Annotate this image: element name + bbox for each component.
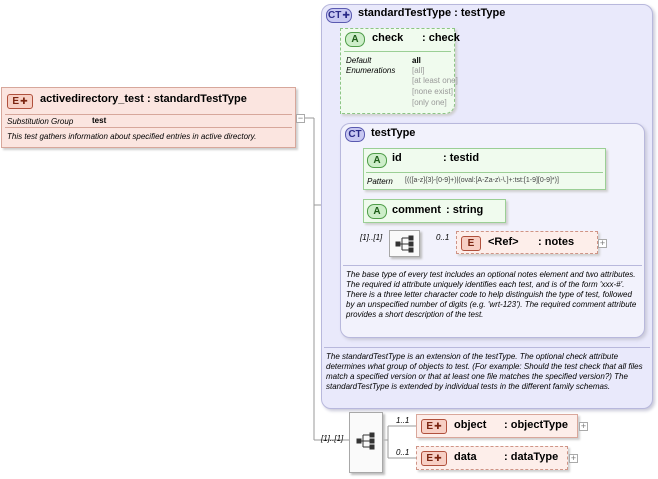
attribute-badge: A bbox=[367, 153, 387, 168]
complex-type-badge: CT bbox=[345, 127, 365, 142]
element-badge: E✚ bbox=[421, 419, 447, 434]
default-value: all bbox=[412, 56, 421, 65]
complex-type-badge: CT✚ bbox=[326, 8, 352, 23]
element-badge: E✚ bbox=[421, 451, 447, 466]
id-attribute-type: : testid bbox=[443, 152, 480, 164]
pattern-label: Pattern bbox=[367, 177, 393, 186]
expand-toggle[interactable]: + bbox=[569, 453, 578, 463]
check-divider bbox=[344, 51, 451, 52]
enumeration-none-exist: [none exist] bbox=[412, 87, 453, 96]
bottom-sequence-compositor[interactable] bbox=[349, 412, 383, 473]
plus-icon: ✚ bbox=[434, 421, 442, 431]
data-element-name: data bbox=[454, 451, 477, 463]
id-attribute-name: id bbox=[392, 152, 402, 164]
root-description: This test gathers information about spec… bbox=[7, 132, 257, 141]
notes-element-box[interactable] bbox=[456, 231, 598, 254]
element-badge: E✚ bbox=[7, 94, 33, 109]
root-element-box[interactable] bbox=[1, 87, 296, 148]
substitution-group-label: Substitution Group bbox=[7, 117, 74, 126]
test-type-divider bbox=[343, 265, 642, 266]
plus-icon: ✚ bbox=[434, 453, 442, 463]
substitution-group-value: test bbox=[92, 116, 107, 125]
sequence-compositor[interactable] bbox=[389, 230, 420, 257]
attribute-badge: A bbox=[345, 32, 365, 47]
standard-test-type-title: standardTestType : testType bbox=[358, 7, 506, 19]
notes-type: : notes bbox=[538, 236, 575, 248]
bottom-sequence-multiplicity: [1]..[1] bbox=[321, 434, 344, 443]
enumerations-label: Enumerations bbox=[346, 66, 396, 75]
id-attribute-box[interactable] bbox=[363, 148, 606, 190]
plus-icon: ✚ bbox=[342, 10, 350, 20]
notes-ref-label: <Ref> bbox=[488, 236, 519, 248]
root-divider-2 bbox=[5, 127, 292, 128]
object-element-name: object bbox=[454, 419, 487, 431]
collapse-toggle[interactable]: − bbox=[296, 113, 305, 123]
expand-toggle[interactable]: + bbox=[598, 238, 607, 248]
sequence-icon bbox=[356, 432, 375, 450]
element-badge: E bbox=[461, 236, 481, 251]
notes-multiplicity: 0..1 bbox=[436, 233, 450, 242]
root-element-title: activedirectory_test : standardTestType bbox=[40, 93, 247, 105]
enumeration-only-one: [only one] bbox=[412, 98, 447, 107]
pattern-value: [(([a-z]{3}-[0-9]+)|(oval:[A-Za-z\-\.]+:… bbox=[405, 177, 559, 184]
root-divider bbox=[5, 114, 292, 115]
object-element-type: : objectType bbox=[504, 419, 568, 431]
expand-toggle[interactable]: + bbox=[579, 421, 588, 431]
enumeration-at-least-one: [at least one] bbox=[412, 76, 458, 85]
sequence-multiplicity: [1]..[1] bbox=[360, 233, 383, 242]
object-multiplicity: 1..1 bbox=[396, 416, 410, 425]
test-type-description: The base type of every test includes an … bbox=[346, 270, 637, 319]
standard-test-type-description: The standardTestType is an extension of … bbox=[326, 352, 643, 391]
default-label: Default bbox=[346, 56, 372, 65]
attribute-badge: A bbox=[367, 204, 387, 219]
comment-attribute-name: comment bbox=[392, 204, 441, 216]
check-attribute-type: : check bbox=[422, 32, 460, 44]
check-attribute-name: check bbox=[372, 32, 404, 44]
data-multiplicity: 0..1 bbox=[396, 448, 410, 457]
plus-icon: ✚ bbox=[20, 96, 28, 106]
comment-attribute-type: : string bbox=[446, 204, 484, 216]
test-type-title: testType bbox=[371, 127, 416, 139]
id-divider bbox=[366, 172, 603, 173]
enumeration-all: [all] bbox=[412, 66, 425, 75]
standard-type-divider bbox=[324, 347, 650, 348]
data-element-type: : dataType bbox=[504, 451, 559, 463]
sequence-icon bbox=[395, 235, 414, 253]
